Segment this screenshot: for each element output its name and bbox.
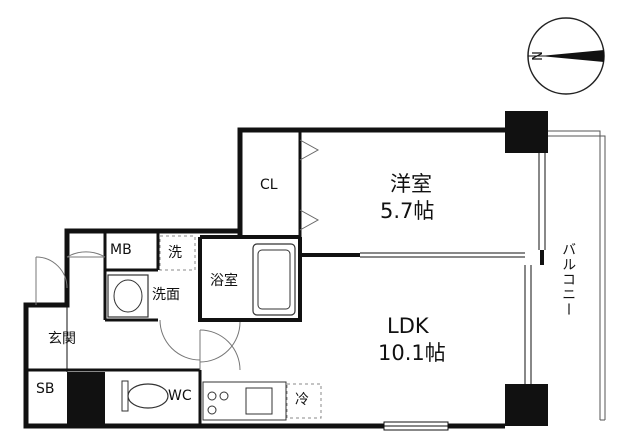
kitchen-sink [245,387,273,415]
ldk-name: LDK [387,314,429,338]
fridge-space [286,383,322,419]
shoe-box-label: SB [36,381,55,397]
ldk-size: 10.1帖 [378,341,446,365]
south-window [383,421,449,431]
western-room-name: 洋室 [390,172,432,196]
door-swings [35,251,241,371]
bathtub-inner [257,249,291,310]
balcony-label: バルコニー [560,242,577,317]
closet-label: CL [260,177,278,193]
washroom-label: 洗面 [152,287,180,303]
stove-burner [219,391,229,401]
washbasin-bowl [113,279,143,313]
toilet-bowl [127,383,169,409]
meter-box-label: MB [110,242,132,258]
stove-burner [207,391,217,401]
pillar-bottom-left [67,372,105,426]
washer-space-label: 洗 [168,245,182,261]
exterior-walls [23,127,505,429]
kitchen-counter [202,381,287,421]
compass: N [527,17,605,95]
stove-burner [207,405,217,415]
washer-space [159,235,196,271]
interior-walls [26,130,525,426]
toilet-label: WC [168,388,192,404]
entrance-label: 玄関 [48,331,76,347]
pillar-top-right [505,111,548,153]
balcony-outline [548,130,606,421]
east-wall-windows [524,153,546,384]
fridge-space-label: 冷 [295,392,309,408]
toilet-tank [121,380,129,412]
closet-doors [299,139,320,231]
pillar-bottom-right [505,384,548,426]
western-room-size: 5.7帖 [380,199,435,223]
compass-north-label: N [531,51,546,61]
bath-label: 浴室 [210,273,238,289]
bathtub [252,243,296,316]
washbasin [107,274,149,318]
